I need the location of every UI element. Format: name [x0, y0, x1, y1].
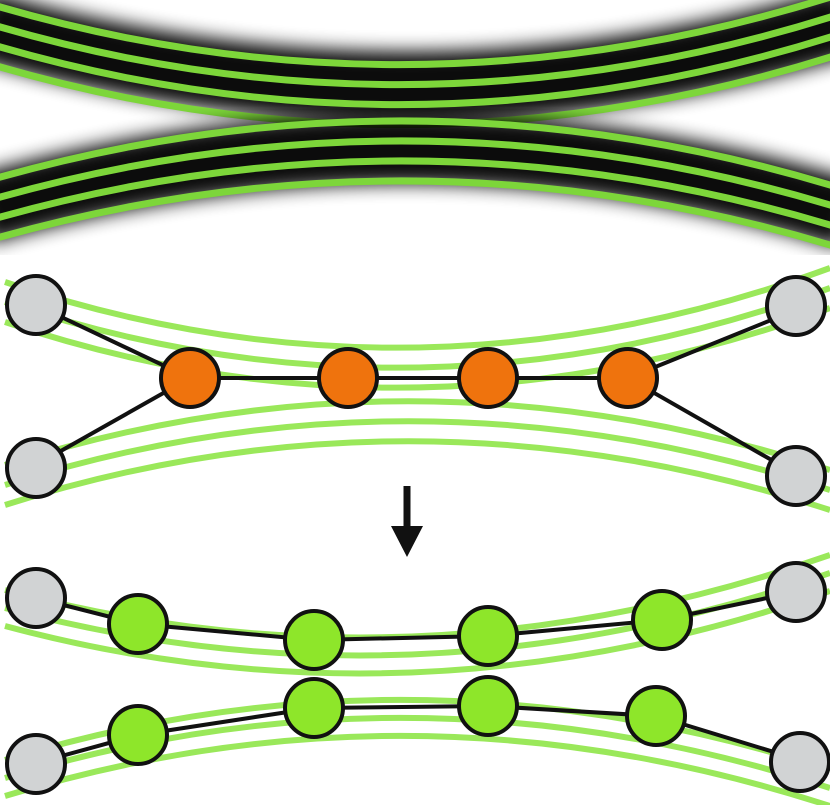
- panel2-orange-nodes: [159, 347, 659, 409]
- filament-line: [4, 438, 830, 513]
- green-node: [283, 677, 345, 739]
- filament-line: [4, 418, 830, 493]
- gray-node: [765, 275, 827, 337]
- panel3-green-nodes: [107, 589, 693, 766]
- orange-node: [457, 347, 519, 409]
- panel2-corner-nodes: [5, 274, 827, 507]
- filament-line: [4, 588, 830, 677]
- gray-node: [769, 731, 830, 793]
- top-bundle-lower: [0, 113, 830, 249]
- gray-node: [765, 561, 827, 623]
- gray-node: [5, 567, 67, 629]
- filament-line: [0, 13, 830, 89]
- filament-line: [0, 177, 830, 249]
- green-node: [283, 609, 345, 671]
- gray-node: [765, 445, 827, 507]
- gray-node: [5, 733, 67, 795]
- panel3-corner-nodes: [5, 561, 830, 795]
- panel2-filaments: [4, 265, 830, 513]
- filament-line: [4, 285, 830, 371]
- orange-node: [317, 347, 379, 409]
- green-node: [107, 593, 169, 655]
- filament-line: [4, 732, 830, 805]
- gray-node: [5, 437, 67, 499]
- green-node: [107, 704, 169, 766]
- linked-filaments-panel: [4, 265, 830, 513]
- filament-line: [0, 33, 830, 109]
- filament-line: [0, 0, 830, 69]
- filament-line: [4, 265, 830, 351]
- filament-pair-top-panel: [0, 0, 830, 249]
- down-arrow-icon: [391, 486, 423, 557]
- filament-line: [0, 117, 830, 189]
- green-node: [457, 675, 519, 737]
- orange-node: [597, 347, 659, 409]
- bundle-shadow: [0, 113, 830, 246]
- orange-node: [159, 347, 221, 409]
- panel3-filaments: [4, 552, 830, 805]
- green-node: [625, 685, 687, 747]
- gray-node: [5, 274, 67, 336]
- filament-line: [4, 398, 830, 473]
- link-line: [627, 376, 797, 476]
- green-node: [457, 605, 519, 667]
- top-bundle-upper: [0, 0, 830, 129]
- green-node: [631, 589, 693, 651]
- filament-line: [0, 157, 830, 229]
- bundled-filaments-panel: [4, 552, 830, 805]
- filament-line: [0, 137, 830, 209]
